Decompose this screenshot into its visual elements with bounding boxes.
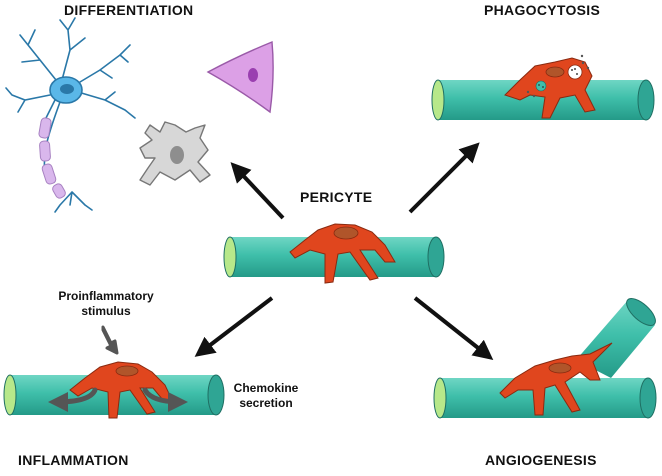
label-chemokine-secretion: Chemokine secretion [226, 381, 306, 411]
label-angiogenesis: ANGIOGENESIS [485, 452, 597, 468]
arrow-to-differentiation [230, 162, 285, 220]
label-proinflammatory-stimulus: Proinflammatory stimulus [36, 289, 176, 319]
label-phagocytosis: PHAGOCYTOSIS [484, 2, 601, 18]
chemokine-line-2: secretion [239, 396, 293, 410]
central-pericyte [289, 223, 396, 284]
label-pericyte: PERICYTE [300, 189, 373, 205]
angiogenic-pericyte [499, 342, 613, 416]
inflammatory-pericyte [69, 361, 173, 419]
stimulus-line-2: stimulus [81, 304, 131, 318]
angiogenesis-vessel [433, 298, 657, 419]
fibroblast-cell [206, 40, 274, 114]
arrow-to-angiogenesis [413, 296, 494, 360]
chemokine-line-1: Chemokine [233, 381, 299, 395]
astrocyte-cell [139, 121, 211, 186]
stimulus-arrow [101, 325, 119, 355]
secretion-arrows [48, 387, 188, 412]
arrow-to-phagocytosis [408, 142, 480, 214]
stimulus-line-1: Proinflammatory [58, 289, 154, 303]
label-inflammation: INFLAMMATION [18, 452, 129, 468]
arrow-to-inflammation [194, 296, 274, 357]
myelin-sheath [38, 117, 66, 199]
label-differentiation: DIFFERENTIATION [64, 2, 194, 18]
phagocytic-pericyte [504, 54, 596, 119]
direction-arrows [194, 142, 494, 360]
neuron-cell [5, 17, 136, 213]
neuron-body [49, 76, 83, 104]
